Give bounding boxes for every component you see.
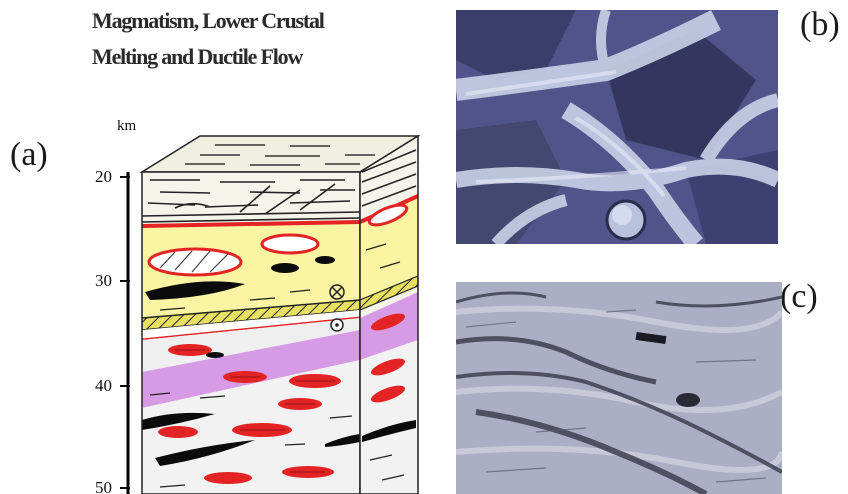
photo-b-migmatite-outcrop bbox=[456, 10, 778, 244]
panel-label-c: (c) bbox=[780, 278, 818, 316]
block-front-face bbox=[142, 172, 360, 494]
depth-axis bbox=[120, 172, 130, 494]
panel-label-b: (b) bbox=[800, 6, 840, 44]
block-side-face bbox=[360, 136, 418, 494]
photo-c-image bbox=[456, 282, 782, 494]
photo-b-image bbox=[456, 10, 778, 244]
photo-c-ductile-flow-outcrop bbox=[456, 282, 782, 494]
crustal-block-diagram bbox=[0, 0, 460, 494]
